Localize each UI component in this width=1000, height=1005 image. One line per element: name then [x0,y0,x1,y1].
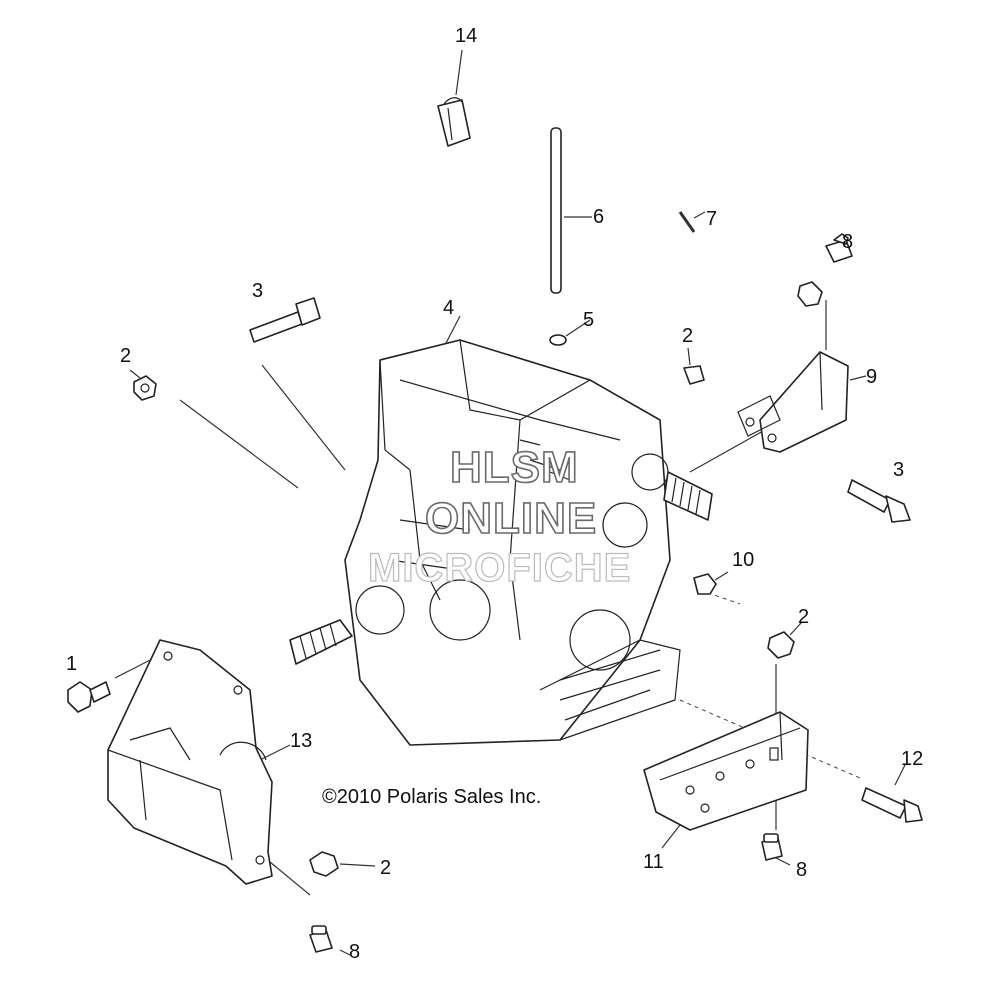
part-13-bracket-left [107,639,273,885]
part-8-bolt-lower-right [761,833,783,861]
part-2-nut-lower-right [767,631,795,659]
part-5-plug [549,334,567,346]
part-7-pin [678,211,696,233]
part-12-bolt [861,787,923,823]
callout-3-right: 3 [893,459,905,481]
copyright-notice: ©2010 Polaris Sales Inc. [322,786,542,808]
part-8-bolt-top [825,233,853,263]
part-2-nut-upper-right [683,365,705,385]
part-14-clip [437,97,471,147]
part-6-rod [550,127,562,294]
watermark-line-3: MICROFICHE [367,546,632,590]
callout-3-upper: 3 [252,280,264,302]
callout-2-upper-right: 2 [682,325,694,347]
callout-4: 4 [443,297,455,319]
callout-14: 14 [455,25,478,47]
part-3-bolt-right [847,479,911,523]
callout-12: 12 [901,748,924,770]
callout-2-lower-right: 2 [798,606,810,628]
part-2-nut-upper-left [133,375,157,401]
callout-5: 5 [583,309,595,331]
part-1-bolt [67,681,111,713]
callout-6: 6 [593,206,605,228]
watermark-line-2: ONLINE [424,494,598,543]
callout-8-lower-right: 8 [796,859,808,881]
watermark-line-1: HLSM [449,443,579,492]
callout-2-lower-left: 2 [380,857,392,879]
callout-11: 11 [643,851,664,873]
callout-8-top: 8 [842,231,854,253]
callout-2-upper-left: 2 [120,345,132,367]
part-2-nut-lower-left [309,851,339,877]
output-shaft-right [663,471,713,521]
part-8-bolt-lower-left [309,925,333,953]
callout-13: 13 [290,730,313,752]
callout-7: 7 [706,208,718,230]
part-4-transmission [344,339,681,746]
part-nut-top-right [797,281,823,307]
callout-1: 1 [66,653,78,675]
callout-9: 9 [866,366,878,388]
callout-10: 10 [732,549,755,571]
output-shaft-left [289,619,353,665]
part-10-nut [693,573,717,595]
part-3-bolt-upper [249,297,321,343]
part-11-bracket [643,711,809,831]
part-9-bracket [737,351,849,453]
callout-8-lower-left: 8 [349,941,361,963]
